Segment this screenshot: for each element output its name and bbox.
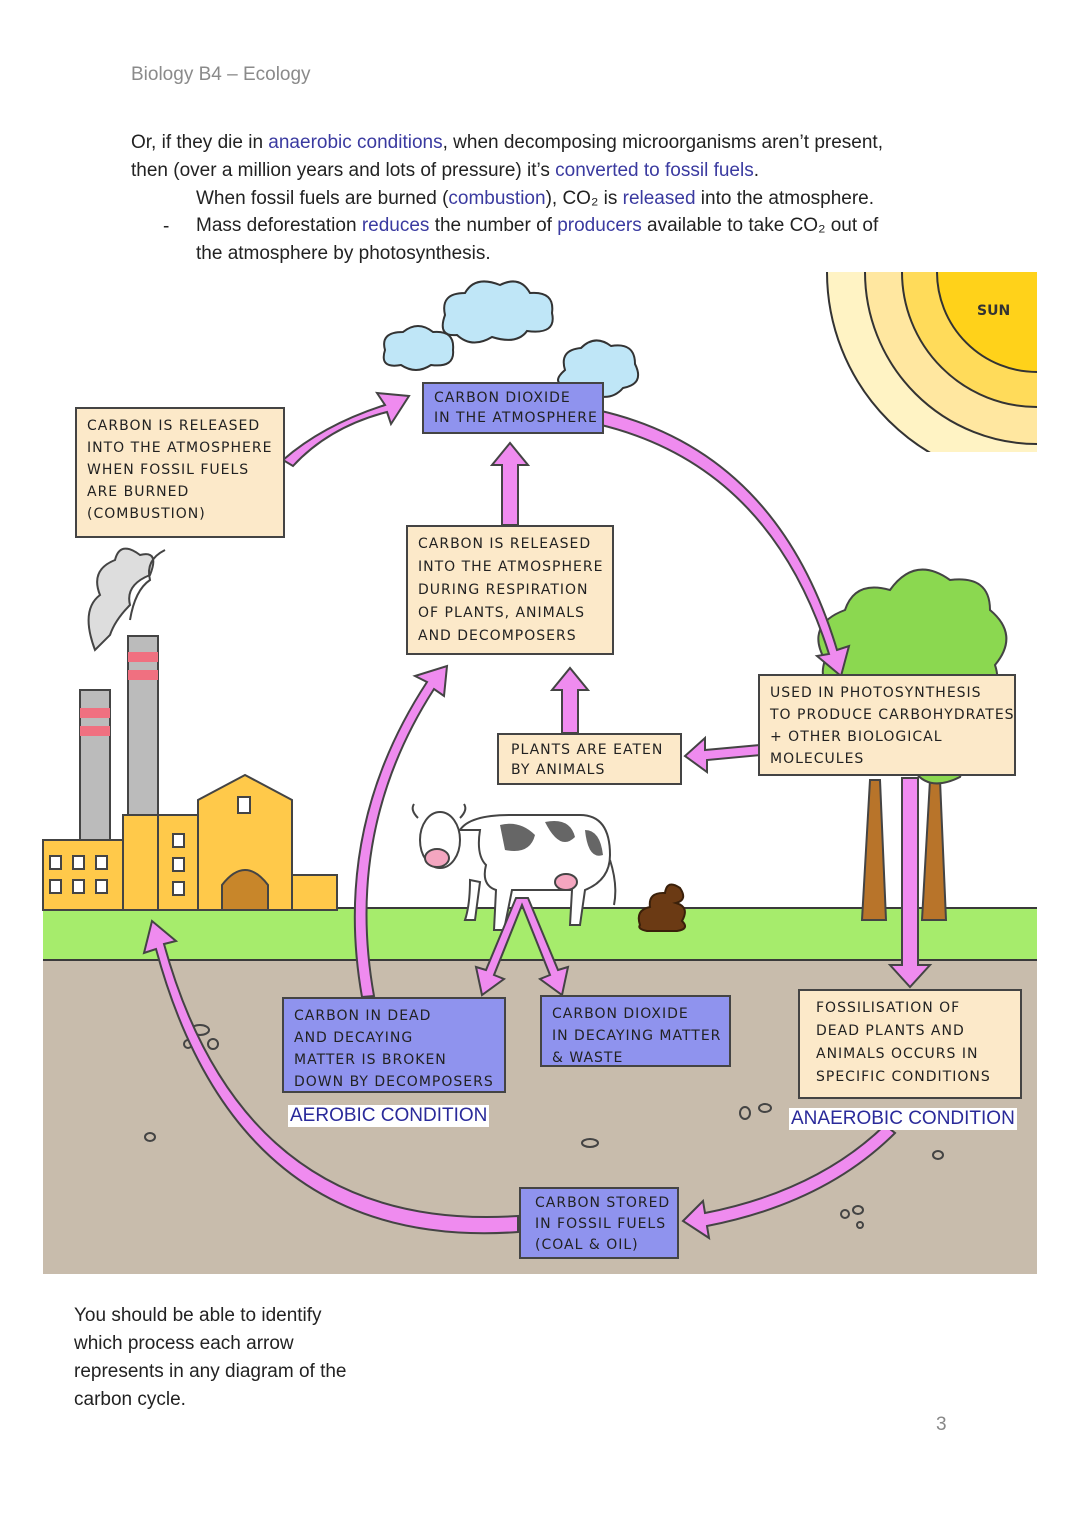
box-decaying: CARBON DIOXIDE IN DECAYING MATTER & WAST…	[540, 995, 731, 1067]
box-text: DEAD PLANTS AND	[816, 1023, 965, 1039]
arrow-eaten-up	[549, 666, 591, 734]
cloud-icon	[382, 280, 639, 398]
highlight-anaerobic-conditions: anaerobic conditions	[268, 132, 443, 153]
highlight-producers: producers	[557, 215, 642, 236]
highlight-combustion: combustion	[448, 188, 546, 209]
box-text: USED IN PHOTOSYNTHESIS	[770, 685, 982, 701]
box-text: TO PRODUCE CARBOHYDRATES	[770, 707, 1015, 723]
page-number: 3	[936, 1414, 947, 1435]
box-fossilisation: FOSSILISATION OF DEAD PLANTS AND ANIMALS…	[798, 989, 1022, 1099]
bullet-deforestation-cont: the atmosphere by photosynthesis.	[196, 243, 491, 264]
box-text: DURING RESPIRATION	[418, 582, 589, 598]
arrow-photosynthesis-to-eaten	[683, 735, 763, 774]
bullet-deforestation: Mass deforestation reduces the number of…	[196, 212, 878, 240]
intro-text: Or, if they die in	[131, 132, 269, 153]
box-text: IN FOSSIL FUELS	[535, 1216, 667, 1232]
carbon-cycle-diagram: SUN	[0, 270, 1080, 1280]
box-text: WHEN FOSSIL FUELS	[87, 462, 250, 478]
box-text: IN THE ATMOSPHERE	[434, 410, 598, 426]
box-text: SPECIFIC CONDITIONS	[816, 1069, 991, 1085]
intro-text: .	[753, 160, 759, 181]
footer-line: carbon cycle.	[74, 1389, 186, 1410]
intro-text: then (over a million years and lots of p…	[131, 160, 556, 181]
arrow-anaerobic-to-stored	[681, 1123, 897, 1241]
bullet-text: Mass deforestation	[196, 215, 362, 236]
box-decomposers: CARBON IN DEAD AND DECAYING MATTER IS BR…	[282, 997, 506, 1093]
box-text: INTO THE ATMOSPHERE	[418, 559, 604, 575]
bullet-combustion: When fossil fuels are burned (combustion…	[196, 185, 874, 213]
box-text: AND DECOMPOSERS	[418, 628, 577, 644]
bullet-text: ), CO₂ is	[545, 188, 623, 209]
arrow-fossil-fuels-to-factory	[142, 919, 519, 1235]
label-anaerobic-condition: ANAEROBIC CONDITION	[789, 1108, 1017, 1130]
footer-line: which process each arrow	[74, 1333, 294, 1354]
intro-line-1: Or, if they die in anaerobic conditions,…	[131, 129, 883, 157]
box-text: CARBON DIOXIDE	[434, 390, 571, 406]
box-text: CARBON DIOXIDE	[552, 1006, 689, 1022]
bullet-text: the number of	[429, 215, 558, 236]
arrow-cow-to-ground	[474, 897, 570, 997]
dung-icon	[637, 883, 687, 932]
box-atmosphere: CARBON DIOXIDE IN THE ATMOSPHERE	[422, 382, 604, 434]
document-header: Biology B4 – Ecology	[131, 64, 311, 85]
box-stored: CARBON STORED IN FOSSIL FUELS (COAL & OI…	[519, 1187, 679, 1259]
intro-line-2: then (over a million years and lots of p…	[131, 157, 759, 185]
box-text: CARBON IS RELEASED	[87, 418, 261, 434]
box-text: & WASTE	[552, 1050, 624, 1066]
factory-icon	[42, 547, 338, 911]
box-text: (COMBUSTION)	[87, 506, 206, 522]
arrow-combustion-to-atmosphere	[281, 391, 411, 468]
box-text: MOLECULES	[770, 751, 865, 767]
tree-icon	[817, 568, 1008, 921]
arrow-respiration-up	[489, 441, 531, 526]
highlight-released: released	[622, 188, 696, 209]
box-text: INTO THE ATMOSPHERE	[87, 440, 273, 456]
box-text: BY ANIMALS	[511, 762, 606, 778]
box-text: (COAL & OIL)	[535, 1237, 639, 1253]
footer-note: You should be able to identify which pro…	[74, 1302, 347, 1414]
box-text: + OTHER BIOLOGICAL	[770, 729, 943, 745]
box-text: AND DECAYING	[294, 1030, 414, 1046]
box-text: ARE BURNED	[87, 484, 190, 500]
sun-icon: SUN	[826, 272, 1037, 452]
box-combustion: CARBON IS RELEASED INTO THE ATMOSPHERE W…	[75, 407, 285, 538]
box-text: IN DECAYING MATTER	[552, 1028, 722, 1044]
box-eaten: PLANTS ARE EATEN BY ANIMALS	[497, 733, 682, 785]
footer-line: You should be able to identify	[74, 1305, 322, 1326]
box-text: DOWN BY DECOMPOSERS	[294, 1074, 494, 1090]
cycle-arrows	[142, 391, 933, 1241]
arrow-decomposers-to-respiration	[353, 664, 449, 999]
cow-icon	[411, 803, 617, 931]
box-text: ANIMALS OCCURS IN	[816, 1046, 979, 1062]
label-aerobic-condition: AEROBIC CONDITION	[288, 1105, 490, 1127]
box-text: MATTER IS BROKEN	[294, 1052, 447, 1068]
arrow-photosynthesis-to-fossilisation	[887, 777, 933, 989]
footer-line: represents in any diagram of the	[74, 1361, 347, 1382]
box-text: CARBON IN DEAD	[294, 1008, 432, 1024]
arrow-atmosphere-to-photosynthesis	[596, 408, 851, 678]
bullet-text: When fossil fuels are burned (	[196, 188, 449, 209]
highlight-converted-to-fossil-fuels: converted to fossil fuels	[555, 160, 754, 181]
box-photosynthesis: USED IN PHOTOSYNTHESIS TO PRODUCE CARBOH…	[758, 674, 1016, 776]
bullet-text: into the atmosphere.	[695, 188, 875, 209]
box-text: CARBON IS RELEASED	[418, 536, 592, 552]
bullet-dash: -	[163, 216, 170, 237]
box-text: FOSSILISATION OF	[816, 1000, 961, 1016]
highlight-reduces: reduces	[361, 215, 430, 236]
box-respiration: CARBON IS RELEASED INTO THE ATMOSPHERE D…	[406, 525, 614, 655]
bullet-text: available to take CO₂ out of	[641, 215, 879, 236]
box-text: CARBON STORED	[535, 1195, 671, 1211]
intro-text: , when decomposing microorganisms aren’t…	[442, 132, 883, 153]
box-text: PLANTS ARE EATEN	[511, 742, 664, 758]
box-text: OF PLANTS, ANIMALS	[418, 605, 585, 621]
sun-label: SUN	[977, 303, 1010, 319]
